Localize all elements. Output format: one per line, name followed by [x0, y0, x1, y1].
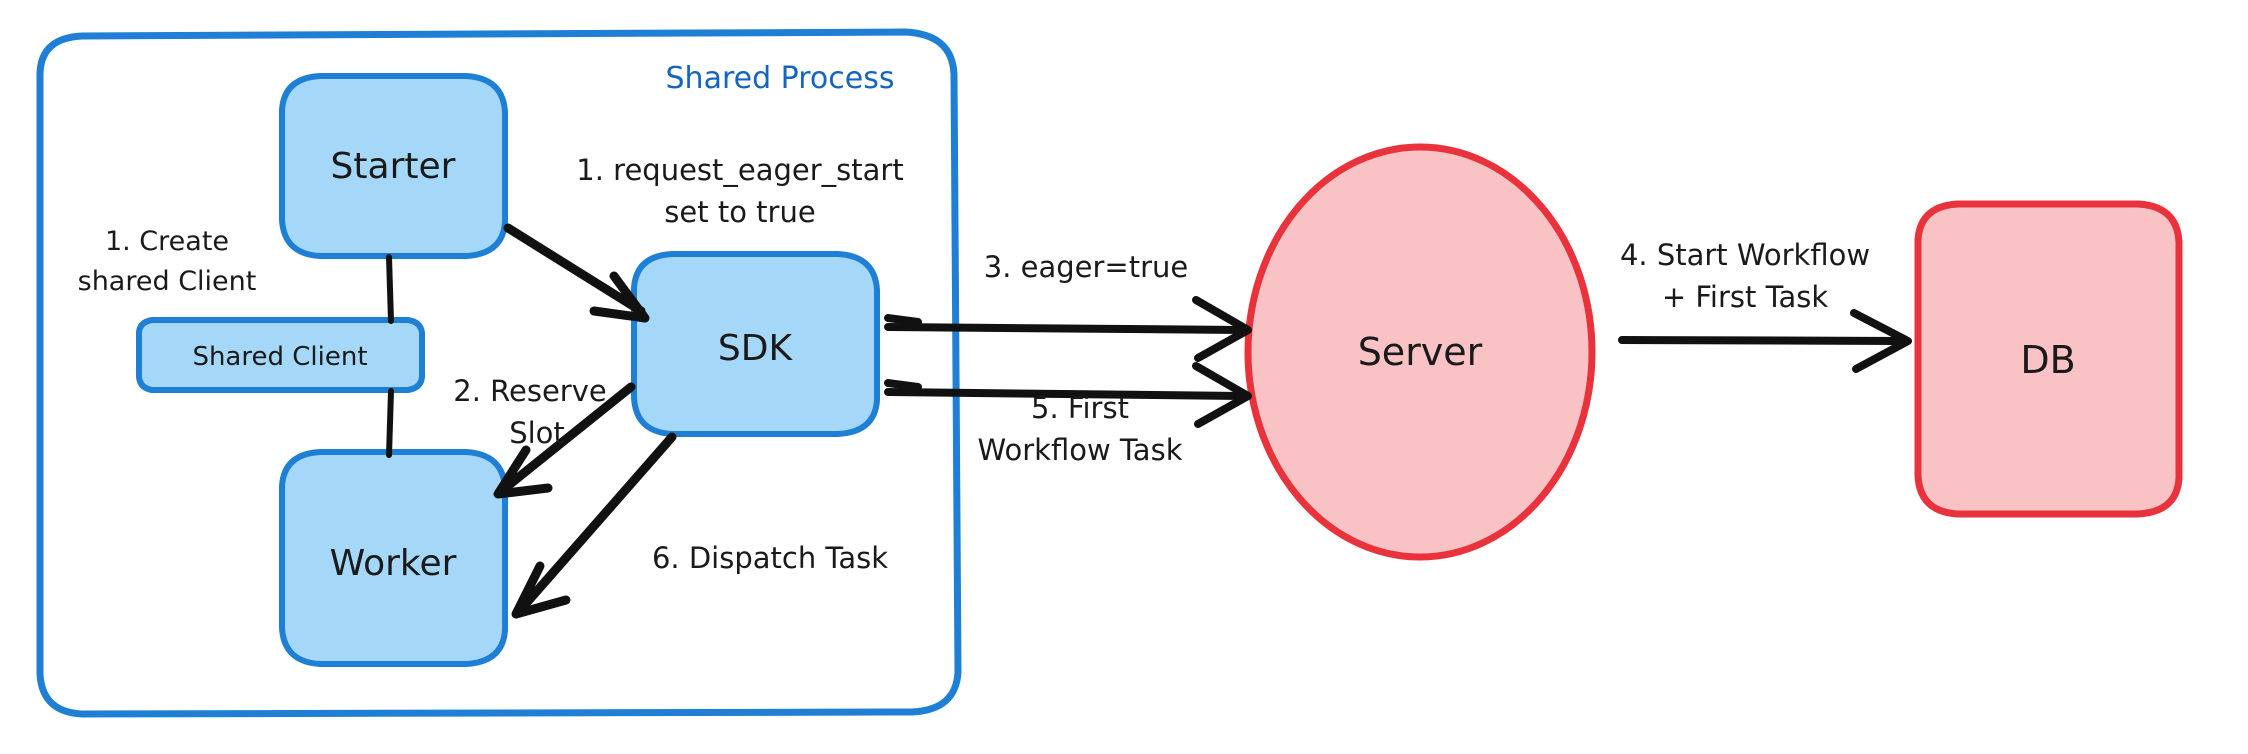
arrowhead-eager-true	[1192, 296, 1252, 362]
edge-label-reserve-slot: 2. Reserve Slot	[453, 374, 606, 450]
node-server[interactable]: Server	[1244, 143, 1596, 561]
edge-sdk-to-worker-dispatch	[511, 432, 677, 619]
edge-sdk-to-server	[884, 296, 1252, 362]
edge-line-eager-true	[884, 323, 1246, 334]
edge-label-line-1: 2. Reserve	[453, 374, 606, 408]
db-label: DB	[2020, 338, 2075, 382]
edge-label-line-1: 5. First	[1031, 391, 1129, 425]
edge-server-to-db	[1618, 309, 1912, 373]
edge-label-first-workflow-task: 5. First Workflow Task	[978, 391, 1183, 467]
edge-line-start-workflow	[1618, 336, 1906, 345]
server-shape	[1244, 143, 1596, 561]
edge-label-line-2: + First Task	[1662, 280, 1829, 314]
edge-line-first-workflow-task	[884, 388, 1246, 400]
edge-label-line-1: 3. eager=true	[984, 250, 1189, 284]
edge-starter-to-sdk	[503, 223, 650, 323]
shared-process-border	[36, 28, 962, 718]
starter-label: Starter	[331, 146, 456, 187]
edge-label-line-1: 6. Dispatch Task	[652, 541, 888, 575]
starter-shape	[279, 73, 508, 259]
shared-process-group: Shared Process	[36, 28, 962, 718]
edge-line-dispatch-task	[517, 432, 677, 613]
shared-client-label: Shared Client	[192, 342, 367, 372]
edge-line-client-to-worker	[386, 388, 394, 458]
sdk-label: SDK	[718, 328, 794, 369]
edge-line-starter-sdk	[503, 223, 646, 316]
edge-label-eager-true: 3. eager=true	[984, 250, 1189, 284]
shared-client-shape	[136, 317, 425, 393]
node-shared-client[interactable]: Shared Client	[136, 317, 425, 393]
edge-server-to-sdk	[884, 362, 1252, 428]
worker-shape	[279, 449, 508, 667]
node-sdk[interactable]: SDK	[631, 251, 880, 437]
edge-label-line-2: shared Client	[78, 266, 257, 297]
shared-process-title: Shared Process	[666, 61, 895, 96]
edge-label-dispatch-task: 6. Dispatch Task	[652, 541, 888, 575]
edge-tail-eager-true	[884, 314, 922, 326]
edge-label-line-2: set to true	[664, 195, 815, 229]
arrowhead-first-workflow-task	[1192, 362, 1252, 428]
edge-line-starter-to-client	[386, 254, 394, 324]
sdk-shape	[631, 251, 880, 437]
edge-label-line-2: Slot	[509, 416, 565, 450]
arrowhead-dispatch-task	[511, 561, 571, 619]
edge-label-line-1: 1. Create	[105, 226, 229, 257]
server-label: Server	[1358, 330, 1483, 374]
worker-label: Worker	[330, 543, 457, 584]
edge-label-line-1: 1. request_eager_start	[576, 153, 903, 187]
edge-label-line-1: 4. Start Workflow	[1620, 238, 1870, 272]
edge-starter-shared-client-worker	[386, 254, 394, 458]
edge-label-request-eager-start: 1. request_eager_start set to true	[576, 153, 903, 229]
edge-label-line-2: Workflow Task	[978, 433, 1183, 467]
edge-label-start-workflow: 4. Start Workflow + First Task	[1620, 238, 1870, 314]
node-worker[interactable]: Worker	[279, 449, 508, 667]
edge-tail-first-workflow-task	[884, 379, 922, 391]
edge-sdk-to-worker-reserve	[493, 382, 636, 499]
edge-label-create-shared-client: 1. Create shared Client	[78, 226, 257, 297]
arrowhead-reserve-slot	[493, 445, 553, 499]
node-db[interactable]: DB	[1914, 200, 2183, 518]
arrowhead-start-workflow	[1850, 309, 1912, 373]
db-shape	[1914, 200, 2183, 518]
node-starter[interactable]: Starter	[279, 73, 508, 259]
edge-line-reserve-slot	[499, 382, 636, 494]
arrowhead-starter-sdk	[589, 271, 650, 323]
